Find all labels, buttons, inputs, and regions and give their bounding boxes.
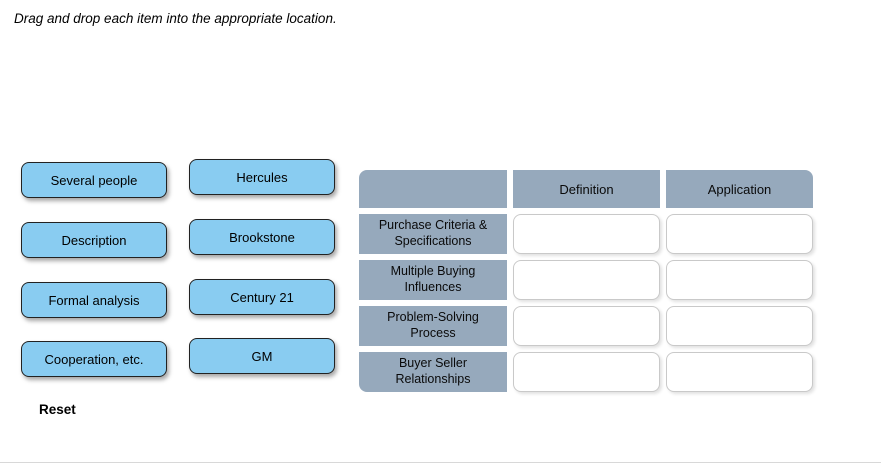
- table-header-definition: Definition: [513, 170, 660, 208]
- drag-item-cooperation[interactable]: Cooperation, etc.: [21, 341, 167, 377]
- drop-zone-purchase-criteria-definition[interactable]: [513, 214, 660, 254]
- drop-zone-multiple-buying-influences-definition[interactable]: [513, 260, 660, 300]
- table-header-application: Application: [666, 170, 813, 208]
- drag-item-description[interactable]: Description: [21, 222, 167, 258]
- row-label-problem-solving-process: Problem-Solving Process: [359, 306, 507, 346]
- drop-zone-buyer-seller-relationships-definition[interactable]: [513, 352, 660, 392]
- row-label-purchase-criteria: Purchase Criteria & Specifications: [359, 214, 507, 254]
- matching-table: Definition Application Purchase Criteria…: [359, 170, 813, 392]
- drop-zone-multiple-buying-influences-application[interactable]: [666, 260, 813, 300]
- table-header-blank: [359, 170, 507, 208]
- row-label-buyer-seller-relationships: Buyer Seller Relationships: [359, 352, 507, 392]
- bottom-divider: [0, 462, 881, 463]
- drag-item-century-21[interactable]: Century 21: [189, 279, 335, 315]
- drop-zone-problem-solving-process-application[interactable]: [666, 306, 813, 346]
- drag-item-several-people[interactable]: Several people: [21, 162, 167, 198]
- drop-zone-purchase-criteria-application[interactable]: [666, 214, 813, 254]
- row-label-multiple-buying-influences: Multiple Buying Influences: [359, 260, 507, 300]
- drag-item-formal-analysis[interactable]: Formal analysis: [21, 282, 167, 318]
- instruction-text: Drag and drop each item into the appropr…: [14, 11, 337, 26]
- drag-item-brookstone[interactable]: Brookstone: [189, 219, 335, 255]
- drag-item-gm[interactable]: GM: [189, 338, 335, 374]
- drop-zone-buyer-seller-relationships-application[interactable]: [666, 352, 813, 392]
- drag-item-hercules[interactable]: Hercules: [189, 159, 335, 195]
- reset-button[interactable]: Reset: [39, 402, 76, 417]
- drop-zone-problem-solving-process-definition[interactable]: [513, 306, 660, 346]
